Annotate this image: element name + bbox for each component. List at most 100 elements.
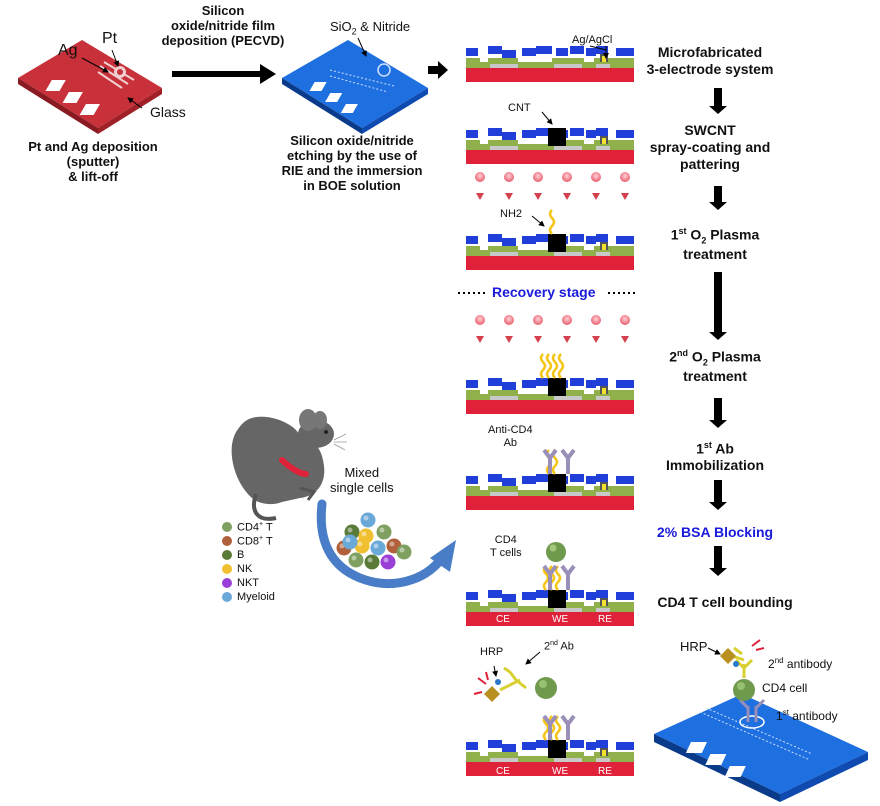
cd4-tcells-label: CD4 T cells (490, 534, 522, 559)
pecvd-line3: deposition (PECVD) (161, 32, 285, 48)
counter-electrode (490, 758, 518, 762)
insulator-block (616, 48, 634, 56)
pt-ag-line3: & lift-off (68, 168, 118, 184)
step-cd4-binding: CD4 T cell bounding (657, 594, 793, 610)
insulator-block (570, 234, 584, 242)
insulator-block (522, 592, 536, 600)
insulator-block (536, 46, 552, 54)
counter-electrode (490, 64, 518, 68)
nh2-group (557, 353, 565, 379)
insulator-block (586, 742, 596, 750)
legend-item: CD4+ T (222, 520, 275, 534)
insulator-block (466, 48, 478, 56)
down-arrow-head (709, 202, 727, 210)
plasma-particle (591, 315, 601, 325)
legend-label: CD8+ T (237, 534, 273, 548)
antibody (542, 714, 558, 740)
cell-highlight (361, 531, 367, 537)
nh2-group (539, 353, 547, 379)
insulator-block (466, 476, 478, 484)
recovery-stage-label: Recovery stage (492, 284, 596, 300)
insulator-block (596, 234, 608, 242)
insulator-block (466, 380, 478, 388)
agagcl-electrode (602, 388, 606, 394)
nh2-group (551, 353, 559, 379)
second-antibody-pre: 2 (768, 657, 775, 671)
agagcl-electrode (602, 138, 606, 144)
ce-label-2: CE (496, 766, 510, 777)
reference-electrode (596, 608, 610, 612)
glass-label: Glass (150, 104, 186, 120)
insulator-block (488, 474, 502, 482)
plasma-arrows (475, 172, 630, 343)
antibody (542, 564, 558, 590)
anti-cd4-line2: Ab (503, 436, 518, 449)
pt-ag-deposition-text: Pt and Ag deposition (sputter) & lift-of… (18, 139, 168, 185)
pecvd-text: Silicon oxide/nitride film deposition (P… (148, 3, 298, 49)
plasma-arrow-head (563, 193, 571, 200)
cell (358, 528, 374, 544)
sio2-text: SiO (330, 19, 352, 34)
insulator-block (502, 744, 516, 752)
insulator-block (488, 378, 502, 386)
nh2-label: NH2 (500, 208, 523, 220)
insulator-block (596, 740, 608, 748)
step5-line1: 1st Ab (640, 440, 790, 457)
insulator-block (502, 50, 516, 58)
cross-section (466, 542, 634, 626)
step2-line3: pattering (680, 155, 740, 172)
plasma-particle (620, 315, 630, 325)
pt-ag-line1: Pt and Ag deposition (28, 139, 158, 154)
reference-electrode (596, 758, 610, 762)
plasma-particle (533, 315, 543, 325)
plasma-particle (475, 315, 485, 325)
legend-item: NK (222, 562, 275, 576)
step5-sup: st (703, 440, 712, 450)
insulator-block (616, 130, 634, 138)
legend-swatch (222, 592, 232, 602)
ce-label-1: CE (496, 614, 510, 625)
first-antibody-pre: 1 (776, 709, 783, 723)
legend-swatch (222, 564, 232, 574)
down-arrow-shaft (714, 186, 722, 202)
plasma-arrow-head (505, 336, 513, 343)
step4-line2: treatment (683, 368, 747, 385)
insulator-block (522, 742, 536, 750)
anti-cd4-line1: Anti-CD4 (488, 424, 533, 436)
insulator-block (536, 378, 552, 386)
insulator-block (488, 46, 502, 54)
insulator-block (586, 592, 596, 600)
insulator-block (502, 238, 516, 246)
legend-item: NKT (222, 576, 275, 590)
cell (370, 540, 386, 556)
step4-sub: 2 (702, 357, 708, 368)
cell-highlight (399, 547, 405, 553)
step2-line1: SWCNT (684, 122, 736, 138)
insulator-block (522, 380, 536, 388)
cnt-block (548, 378, 566, 396)
cd4-line1: CD4 (494, 534, 517, 546)
anti-cd4-label: Anti-CD4 Ab (488, 424, 533, 449)
step5-line2: Immobilization (666, 457, 764, 474)
plasma-arrow-head (621, 336, 629, 343)
antibody (560, 714, 576, 740)
down-arrow-shaft (714, 398, 722, 420)
insulator-block (466, 592, 478, 600)
nh2-group (548, 209, 556, 235)
cd4-cell-label: CD4 cell (762, 681, 808, 695)
insulator-block (616, 236, 634, 244)
cross-section (466, 714, 634, 776)
step4-mid: O (688, 348, 703, 365)
first-antibody-post: antibody (788, 709, 838, 723)
down-arrow-shaft (714, 480, 722, 502)
reference-electrode (596, 492, 610, 496)
reference-electrode (596, 252, 610, 256)
glass-substrate (466, 256, 634, 270)
insulator-block (616, 742, 634, 750)
legend-item: CD8+ T (222, 534, 275, 548)
insulator-block (586, 236, 596, 244)
plasma-arrow-head (592, 336, 600, 343)
cd4-cell (546, 542, 566, 562)
plasma-particle (533, 172, 543, 182)
